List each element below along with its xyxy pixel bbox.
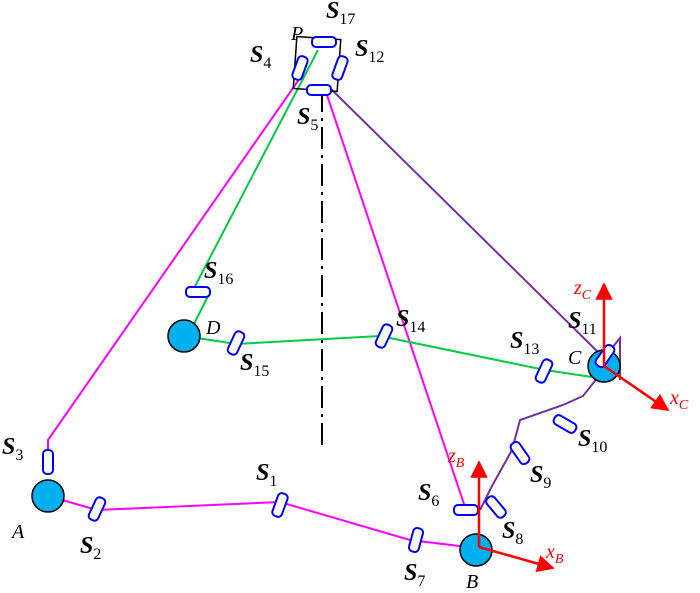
joint-s2-icon — [87, 496, 107, 522]
joint-s11-label: S11 — [568, 308, 597, 338]
joint-s14-icon — [374, 323, 394, 349]
axis-xc-label: xC — [669, 387, 689, 413]
joint-s1-icon — [271, 492, 289, 518]
point-a-label: A — [10, 521, 25, 543]
joint-s14-label: S14 — [396, 306, 425, 336]
joint-s17-label: S17 — [326, 0, 355, 28]
joint-s7-icon — [407, 527, 425, 553]
point-c-label: C — [568, 347, 582, 369]
joint-s6-icon — [453, 504, 479, 516]
joint-s15-icon — [226, 330, 246, 356]
node-a[interactable] — [31, 479, 65, 513]
axis-zb-label: zB — [447, 445, 465, 471]
chain-c-link-upper — [329, 87, 605, 359]
point-d-label: D — [205, 317, 221, 339]
joint-s3-label: S3 — [2, 434, 23, 464]
joint-s16-icon — [185, 286, 211, 298]
joint-s10-icon — [552, 414, 578, 434]
node-d[interactable] — [167, 319, 201, 353]
joint-s17-icon — [311, 36, 337, 48]
joint-s6-label: S6 — [418, 480, 439, 510]
joint-s5-label: S5 — [297, 104, 318, 134]
joint-s15-label: S15 — [240, 350, 269, 380]
joint-s2-label: S2 — [80, 533, 101, 563]
axis-xb-label: xB — [545, 541, 564, 567]
joint-s8-label: S8 — [502, 518, 523, 548]
joint-s4-label: S4 — [250, 42, 271, 72]
axis-zc-label: zC — [573, 277, 592, 303]
joint-s9-label: S9 — [530, 462, 551, 492]
joint-s10-label: S10 — [578, 426, 607, 456]
joint-s16-label: S16 — [204, 258, 233, 288]
joint-s3-icon — [42, 449, 54, 475]
axis-xc-arrow — [603, 364, 670, 412]
joint-s13-icon — [534, 358, 554, 384]
chain-c-link-lower — [479, 366, 607, 511]
joint-s12-label: S12 — [355, 36, 384, 66]
chain-b-link — [325, 91, 467, 511]
axis-xb-arrow — [478, 545, 555, 573]
joint-s8-icon — [485, 495, 507, 519]
point-b-label: B — [466, 571, 478, 593]
joint-s12-icon — [331, 55, 349, 81]
joint-s1-label: S1 — [256, 460, 277, 490]
point-p-label: P — [290, 23, 303, 45]
joint-s4-icon — [291, 55, 309, 81]
joint-s9-icon — [509, 440, 531, 466]
joint-s13-label: S13 — [510, 328, 539, 358]
chain-a-link — [47, 77, 301, 465]
joint-s7-label: S7 — [404, 560, 425, 590]
joint-s5-icon — [306, 84, 332, 96]
